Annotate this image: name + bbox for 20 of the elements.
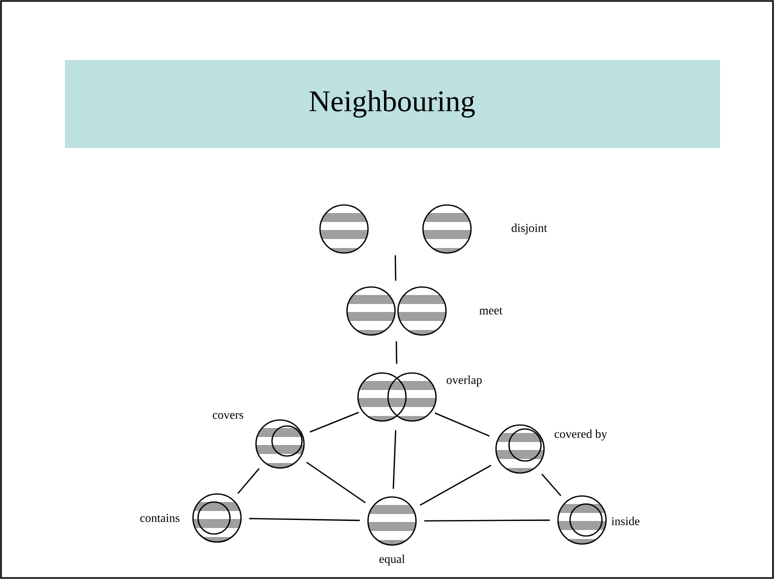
connector-line <box>396 341 398 364</box>
connector-line <box>541 474 562 496</box>
connector-line <box>310 412 359 433</box>
connector-line <box>420 464 492 506</box>
relation-label: covered by <box>554 430 608 440</box>
connector-line <box>434 412 490 437</box>
relation-label: inside <box>611 516 640 526</box>
connector-line <box>249 518 360 522</box>
connector-line <box>394 255 396 281</box>
relation-label: disjoint <box>512 224 548 234</box>
relation-label: overlap <box>446 376 482 386</box>
relation-label: equal <box>379 554 405 566</box>
connector-line <box>237 468 260 494</box>
connector-line <box>424 520 550 522</box>
relation-label: covers <box>212 413 244 419</box>
title-band: Neighbouring <box>65 60 720 148</box>
connector-line <box>306 462 366 504</box>
relation-label: meet <box>479 308 502 314</box>
connector-line <box>392 430 396 489</box>
relation-label: contains <box>140 514 180 522</box>
